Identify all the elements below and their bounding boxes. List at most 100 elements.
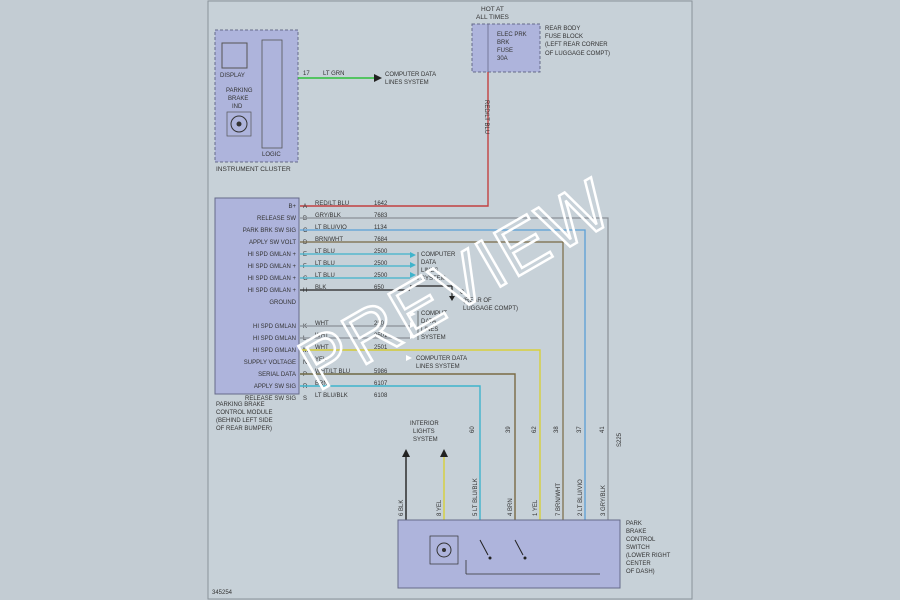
module-row-pin: F: [303, 264, 307, 270]
ic-pin-label: 17: [303, 71, 310, 77]
drop-circuit-label: 37: [577, 426, 583, 433]
module-row-wire: BLK: [315, 285, 326, 291]
fuse-label-1: ELEC PRK: [497, 32, 527, 38]
display-label: DISPLAY: [220, 73, 245, 79]
switch-pin-label: 2 LT BLU/VIO: [578, 479, 584, 516]
arrow-icon: [410, 252, 416, 258]
rear-body-label-3: (LEFT REAR CORNER: [545, 42, 608, 48]
module-row-pin: G: [303, 276, 308, 282]
pbcs-label-4: SWITCH: [626, 545, 650, 551]
hot-at-label: HOT AT: [481, 6, 504, 13]
module-row-name: PARK BRK SW SIG: [243, 228, 297, 234]
module-row-name: APPLY SW SIG: [254, 384, 296, 390]
drop-circuit-label: 62: [532, 426, 538, 433]
arrow-icon: [410, 262, 416, 268]
switch-lamp-box: [429, 535, 459, 565]
drop-circuit-label: 39: [506, 426, 512, 433]
park-brake-switch-box: [397, 519, 621, 589]
logic-label: LOGIC: [262, 152, 281, 158]
module-row-circuit: 1134: [374, 225, 388, 231]
vertical-wire-label: RED/LT BLU: [483, 100, 489, 134]
instrument-cluster-label: INSTRUMENT CLUSTER: [216, 166, 291, 173]
cd-top-label-1: COMPUTER DATA: [385, 72, 436, 78]
wire-lt-blu-vio: [300, 229, 586, 520]
arrow-icon: [410, 322, 416, 328]
module-row-name: HI SPD GMLAN: [253, 336, 296, 342]
module-row-circuit: 2500: [374, 273, 388, 279]
data-line-arrows-1: [410, 252, 419, 280]
pbcs-label-1: PARK: [626, 521, 642, 527]
module-row-name: RELEASE SW: [257, 216, 296, 222]
display-box: [221, 42, 248, 69]
ground-label-2: (REAR OF: [463, 298, 492, 304]
module-row-wire: GRY/BLK: [315, 213, 341, 219]
drop-circuit-label: 60: [470, 426, 476, 433]
rear-body-label-1: REAR BODY: [545, 26, 580, 32]
module-row-circuit: 7684: [374, 237, 388, 243]
drop-circuit-label: 38: [554, 426, 560, 433]
switch-contact: [479, 539, 489, 556]
arrow-up-icon: [402, 449, 410, 457]
pbcs-label-5: (LOWER RIGHT: [626, 553, 671, 559]
parking-indicator-dot-icon: [236, 121, 242, 127]
module-row-pin: H: [303, 288, 307, 294]
ic-wire-label: LT GRN: [323, 71, 344, 77]
drop-circuit-label: 41: [600, 426, 606, 433]
module-row-wire: YEL: [315, 357, 327, 363]
pbcs-label-2: BRAKE: [626, 529, 646, 535]
switch-pin-label: 4 BRN: [508, 498, 514, 516]
arrow-icon: [410, 311, 416, 317]
ground-label-3: LUGGAGE COMPT): [463, 306, 518, 312]
module-row-wire: RED/LT BLU: [315, 201, 349, 207]
module-row-circuit: 2500: [374, 261, 388, 267]
pbcs-label-6: CENTER: [626, 561, 651, 567]
arrow-icon: [410, 333, 416, 339]
rear-body-label-4: OF LUGGAGE COMPT): [545, 51, 610, 57]
module-row-name: APPLY SW VOLT: [249, 240, 296, 246]
cd2-label-3: LINES: [421, 327, 438, 333]
pbcs-label-7: OF DASH): [626, 569, 655, 575]
switch-node: [488, 556, 492, 560]
cd2-label-4: SYSTEM: [421, 335, 446, 341]
module-row-pin: R: [303, 384, 308, 390]
splice-label: S225: [617, 432, 623, 447]
module-row-pin: L: [303, 336, 307, 342]
module-row-pin: N: [303, 360, 307, 366]
module-row-wire: BRN/WHT: [315, 237, 343, 243]
module-row-circuit: 2501: [374, 333, 388, 339]
switch-pin-label: 8 YEL: [437, 499, 443, 516]
switch-pin-label: 5 LT BLU/BLK: [473, 478, 479, 516]
pbcm-label-3: (BEHIND LEFT SIDE: [216, 418, 273, 424]
cd1-label-1: COMPUTER: [421, 252, 456, 258]
fuse-label-4: 30A: [497, 56, 508, 62]
module-row-pin: D: [303, 240, 308, 246]
arrow-icon: [374, 74, 382, 82]
module-row-pin: B: [303, 216, 307, 222]
module-row-name: SUPPLY VOLTAGE: [244, 360, 296, 366]
parking-indicator-box: [226, 111, 252, 137]
arrow-up-icon: [440, 449, 448, 457]
switch-pin-label: 3 GRY/BLK: [601, 485, 607, 516]
ils-label-2: LIGHTS: [413, 429, 435, 435]
module-row-circuit: 6107: [374, 381, 388, 387]
fuse-box: [471, 23, 541, 73]
pbcm-label-4: OF REAR BUMPER): [216, 426, 272, 432]
module-row-name: RELEASE SW SIG: [245, 396, 296, 402]
cd1-label-4: SYSTEM: [421, 276, 446, 282]
module-row-pin: C: [303, 228, 308, 234]
cd3-label-2: LINES SYSTEM: [416, 364, 460, 370]
switch-pin-label: 1 YEL: [533, 499, 539, 516]
module-row-wire: LT BLU/VIO: [315, 225, 347, 231]
module-row-pin: E: [303, 252, 307, 258]
module-row-circuit: 650: [374, 285, 385, 291]
switch-pin-label: 7 BRN/WHT: [556, 483, 562, 516]
module-row-wire: LT BLU: [315, 249, 335, 255]
cd1-label-3: LINES: [421, 268, 438, 274]
cd2-label-2: DATA: [421, 319, 436, 325]
fuse-label-2: BRK: [497, 40, 509, 46]
module-row-wire: WHT: [315, 345, 329, 351]
module-row-pin: K: [303, 324, 307, 330]
wire-red-lt-blu: [300, 72, 489, 207]
module-row-wire: BRN: [315, 381, 328, 387]
